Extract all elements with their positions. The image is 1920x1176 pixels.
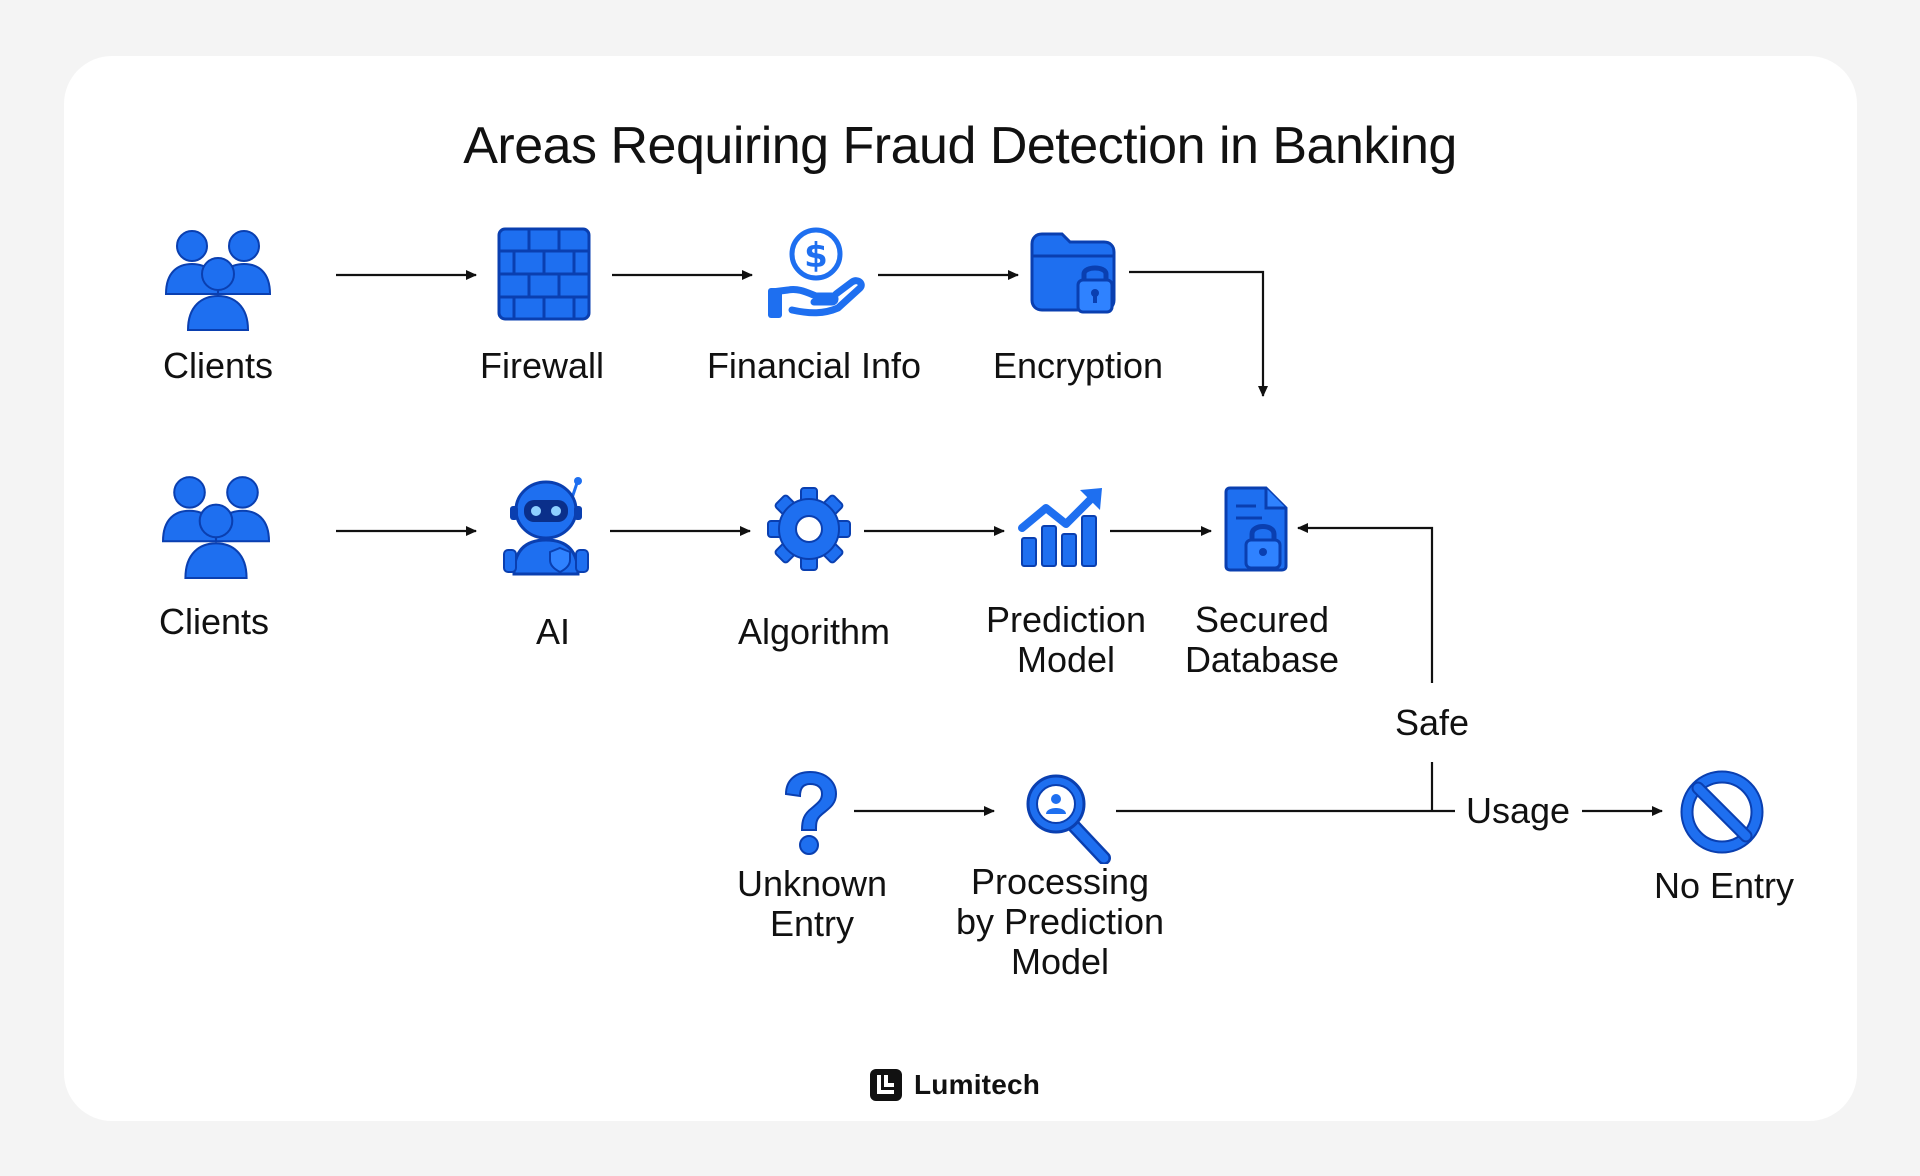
node-label-line: Processing [970,861,1150,902]
brand-name: Lumitech [914,1069,1041,1100]
node-label-algorithm: Algorithm [737,611,891,652]
node-label-line: Model [1016,639,1116,680]
edge-label-safe: Safe [1394,702,1470,743]
users-group-icon [161,476,271,579]
node-label-line: Secured [1194,599,1330,640]
node-label-no-entry: No Entry [1653,865,1795,906]
users-group-icon [164,230,272,331]
node-label-prediction-model: Prediction Model [946,600,1186,680]
node-label-clients: Clients [162,345,274,386]
node-label-line: Prediction [985,599,1147,640]
node-label-ai: AI [535,611,570,652]
node-label-line: Unknown [736,863,888,904]
edge-label-usage: Usage [1465,790,1571,831]
node-label-firewall: Firewall [479,345,604,386]
question-mark-icon [784,770,838,855]
node-label-line: by Prediction [955,901,1165,942]
locked-document-icon [1224,486,1288,572]
firewall-icon [497,227,591,321]
diagram-card [64,56,1857,1121]
node-label-encryption: Encryption [992,345,1164,386]
diagram-title: Areas Requiring Fraud Detection in Banki… [463,117,1457,175]
node-label-secured-database: Secured Database [1142,600,1382,680]
magnifier-user-icon [1026,774,1111,864]
brand-logo: Lumitech [870,1068,1040,1102]
locked-folder-icon [1030,232,1116,314]
chart-up-icon [1018,488,1102,567]
arrow-safe-to-secured-database [1297,523,1434,683]
node-label-line: Model [1010,941,1110,982]
lumitech-logo-icon [870,1069,902,1101]
node-label-line: Database [1184,639,1340,680]
node-label-clients: Clients [158,601,270,642]
hand-dollar-icon: $ [768,227,865,318]
node-label-processing-by-prediction-model: Processing by Prediction Model [930,862,1190,982]
node-label-unknown-entry: Unknown Entry [702,864,922,944]
node-label-financial-info: Financial Info [706,345,922,386]
gear-icon [767,487,851,571]
node-label-line: Entry [769,903,855,944]
svg-text:$: $ [804,236,828,276]
robot-icon [503,477,589,576]
no-entry-icon [1680,770,1764,854]
arrow-encryption-down [1129,270,1268,397]
